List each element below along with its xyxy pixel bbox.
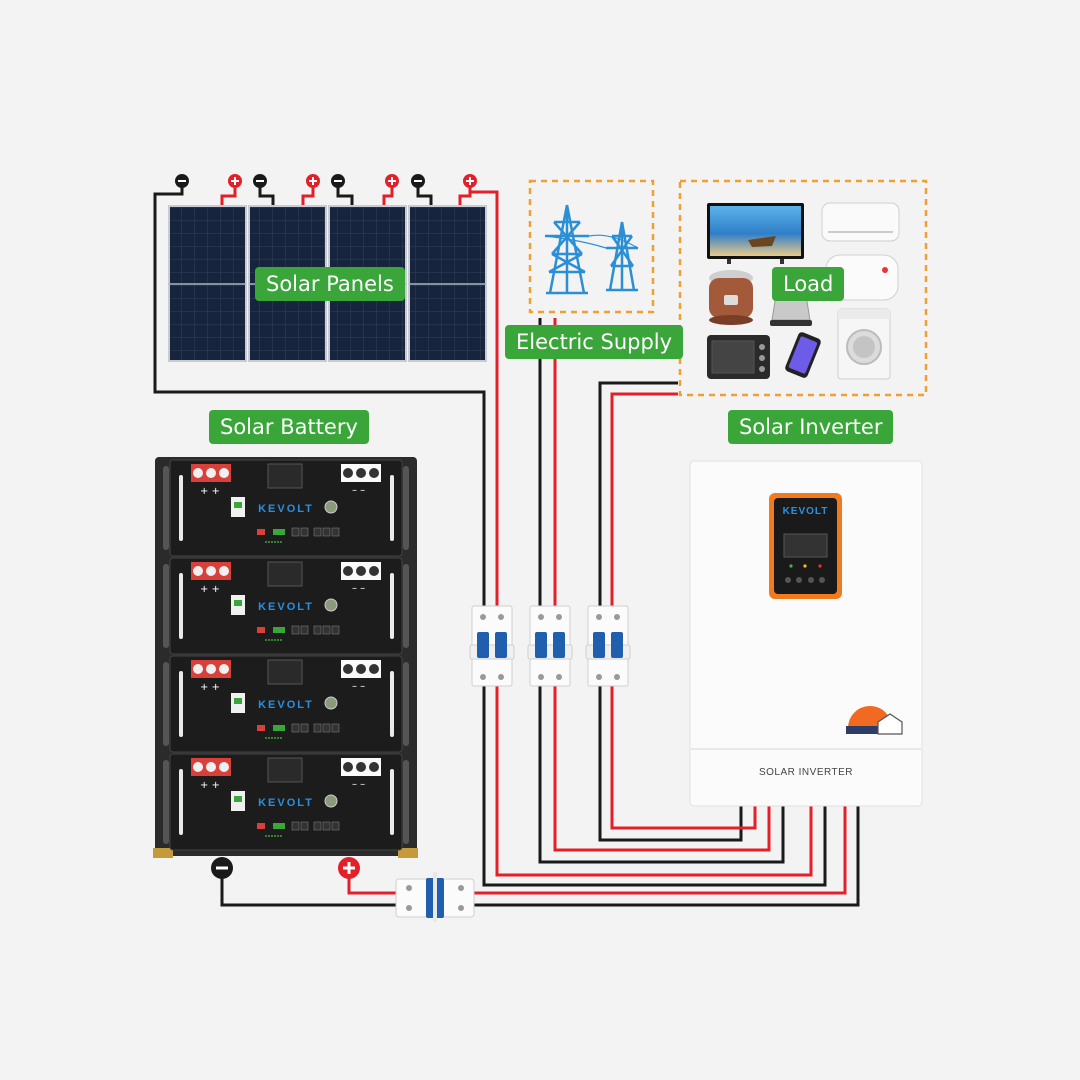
tv-icon — [707, 203, 804, 264]
battery-module: + + – – KEVOLT — [163, 459, 409, 557]
panel-series-jumpers — [153, 186, 472, 208]
ac-breaker — [585, 605, 631, 687]
negative-terminal-icon — [411, 174, 425, 188]
smartphone-icon — [785, 332, 821, 378]
rice-cooker-icon — [709, 270, 753, 325]
grid-wire-red — [553, 318, 771, 852]
solar-panel-4 — [408, 205, 487, 362]
washing-machine-icon — [837, 308, 891, 380]
electric-supply-box — [528, 179, 655, 314]
battery-negative-to-inverter — [474, 805, 860, 907]
battery-negative-wire — [220, 870, 396, 907]
positive-terminal-icon — [306, 174, 320, 188]
solar-inverter — [689, 460, 923, 807]
svg-text:+ +: + + — [200, 486, 220, 497]
battery-brand-text: KEVOLT — [258, 797, 314, 809]
battery-stack: + + – – KEVOLT + + – – KEVOLT + + – – KEVOLT + + –… — [153, 457, 418, 858]
ac-breaker — [527, 605, 573, 687]
battery-module: + + – – KEVOLT — [163, 557, 409, 655]
battery-brand-text: KEVOLT — [258, 699, 314, 711]
solar-panel-1 — [168, 205, 247, 362]
inverter-brand-text: KEVOLT — [782, 506, 829, 517]
positive-terminal-icon — [338, 857, 360, 879]
load-box — [678, 179, 928, 397]
svg-text:– –: – – — [352, 583, 365, 594]
positive-terminal-icon — [228, 174, 242, 188]
load-wire-red — [610, 392, 757, 830]
label-solar-inverter: Solar Inverter — [728, 410, 894, 444]
transmission-tower-icon — [544, 204, 639, 295]
inverter-caption: SOLAR INVERTER — [758, 767, 854, 778]
grid-wire-black — [538, 318, 785, 864]
terminal-markers — [175, 174, 477, 879]
svg-text:+ +: + + — [200, 584, 220, 595]
negative-terminal-icon — [175, 174, 189, 188]
negative-terminal-icon — [331, 174, 345, 188]
positive-terminal-icon — [463, 174, 477, 188]
svg-text:– –: – – — [352, 681, 365, 692]
svg-text:– –: – – — [352, 779, 365, 790]
label-solar-battery: Solar Battery — [209, 410, 369, 444]
sun-house-logo-icon — [846, 706, 903, 735]
negative-terminal-icon — [211, 857, 233, 879]
breakers — [469, 605, 631, 687]
oven-icon — [707, 335, 770, 379]
negative-terminal-icon — [253, 174, 267, 188]
positive-terminal-icon — [385, 174, 399, 188]
battery-module: + + – – KEVOLT — [163, 753, 409, 851]
battery-module: + + – – KEVOLT — [163, 655, 409, 753]
battery-brand-text: KEVOLT — [258, 601, 314, 613]
svg-text:+ +: + + — [200, 682, 220, 693]
label-solar-panels: Solar Panels — [255, 267, 405, 301]
battery-brand-text: KEVOLT — [258, 503, 314, 515]
battery-positive-to-inverter — [474, 805, 847, 895]
pv-positive-wire — [470, 190, 813, 877]
ac-breaker — [469, 605, 515, 687]
inverter-lcd — [783, 533, 828, 558]
svg-text:+ +: + + — [200, 780, 220, 791]
battery-breaker — [395, 872, 475, 922]
label-load: Load — [772, 267, 845, 301]
air-conditioner-icon — [821, 202, 900, 242]
svg-text:– –: – – — [352, 485, 365, 496]
label-electric-supply: Electric Supply — [505, 325, 684, 359]
